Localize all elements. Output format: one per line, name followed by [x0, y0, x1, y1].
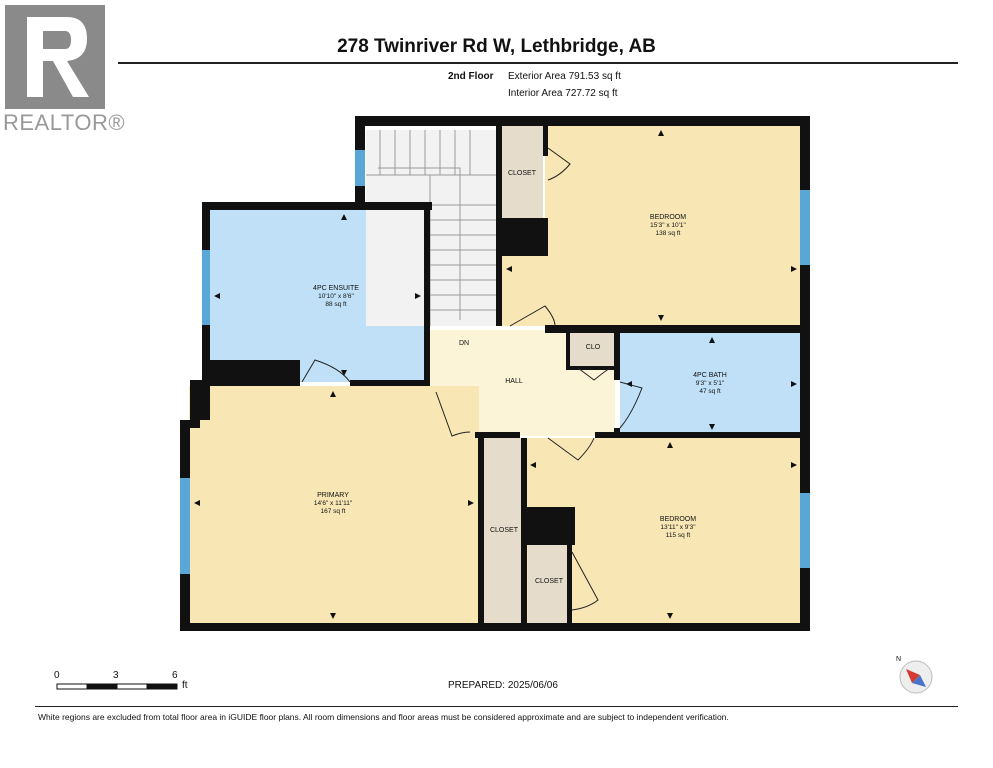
compass-north-label: N [896, 656, 902, 663]
exterior-area: Exterior Area 791.53 sq ft [508, 71, 621, 82]
stairs-down-label: DN [458, 340, 470, 347]
stairs-fill [366, 130, 496, 326]
scale-mark-3: 3 [113, 670, 119, 681]
room-bedroom-top-label: BEDROOM 15'3" x 10'1" 138 sq ft [618, 214, 718, 238]
room-bath-label: 4PC BATH 9'3" x 5'1" 47 sq ft [660, 372, 760, 396]
closet-bot-fill [528, 545, 568, 623]
room-area: 138 sq ft [655, 230, 681, 237]
room-name: BEDROOM [659, 516, 697, 523]
page-title: 278 Twinriver Rd W, Lethbridge, AB [337, 36, 656, 57]
scale-mark-6: 6 [172, 670, 178, 681]
room-dimensions: 13'11" x 9'3" [660, 524, 696, 531]
bath-fill [620, 333, 803, 434]
room-name: 4PC BATH [693, 372, 727, 379]
door-swings [301, 147, 643, 611]
disclaimer: White regions are excluded from total fl… [38, 712, 729, 722]
bedroom-top-lower-fill [501, 256, 545, 326]
clo-fill [570, 332, 614, 368]
scale-bar [56, 683, 178, 690]
interior-area: Interior Area 727.72 sq ft [508, 88, 618, 99]
closet-top-label: CLOSET [507, 170, 536, 177]
scale-mark-0: 0 [54, 670, 60, 681]
room-ensuite-label: 4PC ENSUITE 10'10" x 8'6" 88 sq ft [286, 285, 386, 309]
realtor-logo-text: REALTOR® [3, 110, 126, 135]
room-area: 167 sq ft [320, 508, 346, 515]
room-dimensions: 9'3" x 5'1" [695, 380, 725, 387]
room-primary-label: PRIMARY 14'6" x 11'11" 167 sq ft [283, 492, 383, 516]
bedroom-top-fill [545, 126, 803, 328]
primary-fill [189, 386, 479, 623]
closet-mid-label: CLOSET [489, 527, 518, 534]
footer-divider [35, 706, 958, 707]
room-area: 88 sq ft [325, 301, 347, 308]
title-divider [118, 62, 958, 64]
windows [180, 150, 810, 574]
realtor-r-logo [5, 5, 105, 109]
room-name: BEDROOM [649, 214, 687, 221]
scale-unit: ft [182, 680, 188, 691]
room-area: 47 sq ft [699, 388, 721, 395]
closet-top-fill [501, 126, 543, 220]
clo-label: CLO [585, 344, 601, 351]
room-dimensions: 10'10" x 8'6" [318, 293, 354, 300]
compass-icon [899, 660, 933, 694]
room-dimensions: 15'3" x 10'1" [650, 222, 686, 229]
room-area: 115 sq ft [665, 532, 691, 539]
closet-mid-fill [483, 438, 523, 623]
room-dimensions: 14'6" x 11'11" [313, 500, 353, 507]
room-name: PRIMARY [317, 492, 349, 499]
closet-bot-label: CLOSET [534, 578, 563, 585]
floor-label: 2nd Floor [448, 71, 494, 82]
dimension-arrows [194, 130, 797, 619]
realtor-logo-box [5, 5, 105, 109]
room-name: 4PC ENSUITE [313, 285, 359, 292]
room-bedroom-bottom-label: BEDROOM 13'11" x 9'3" 115 sq ft [628, 516, 728, 540]
room-hall-label: HALL [505, 378, 523, 385]
prepared-date: PREPARED: 2025/06/06 [448, 680, 558, 691]
